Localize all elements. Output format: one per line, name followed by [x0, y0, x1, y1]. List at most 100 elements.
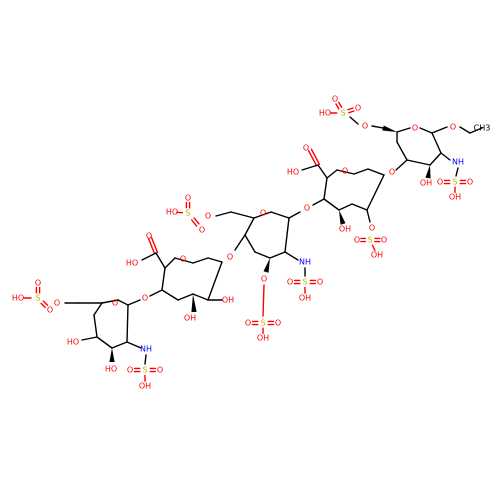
oxygen-atom: O	[437, 178, 443, 187]
bond	[192, 293, 209, 301]
glycosidic-oxygen: O	[227, 253, 233, 262]
bond	[40, 302, 46, 309]
carbonyl-oxygen: O	[303, 144, 309, 153]
bond	[215, 211, 232, 217]
oxygen-atom: O	[354, 236, 360, 245]
bond	[366, 209, 371, 223]
bond	[141, 252, 157, 261]
bond	[317, 164, 328, 179]
bond	[440, 152, 451, 161]
wedge-bond	[109, 348, 115, 362]
bond	[93, 302, 103, 316]
hydroxyl-label: OH	[339, 225, 351, 234]
bond	[253, 211, 272, 219]
bond	[190, 219, 198, 227]
bond	[431, 126, 448, 134]
oxygen-atom: O	[332, 95, 338, 104]
bond	[207, 257, 223, 263]
hydroxyl-label: HO	[319, 109, 331, 118]
bond	[429, 152, 442, 166]
sulfur-atom: S	[35, 294, 40, 303]
bond	[323, 198, 340, 211]
bond	[42, 300, 49, 306]
hydroxyl-label: HO	[126, 259, 138, 268]
bond	[288, 211, 301, 219]
bond	[395, 159, 408, 171]
carbonyl-oxygen: O	[146, 232, 152, 241]
bond	[431, 132, 442, 154]
bond	[111, 341, 128, 349]
wedge-bond	[263, 258, 270, 273]
bond	[192, 257, 209, 264]
bond	[161, 267, 166, 291]
amine-label: NH	[452, 158, 464, 167]
bond	[161, 289, 179, 301]
hydroxyl-label: HO	[12, 294, 24, 303]
hydroxyl-label: OH	[222, 296, 234, 305]
oxygen-atom: O	[47, 306, 53, 315]
bond	[126, 341, 142, 349]
bond	[244, 234, 256, 253]
bond	[396, 127, 411, 133]
bond	[270, 211, 290, 219]
oxygen-atom: O	[205, 212, 211, 221]
hydroxyl-label: OH	[449, 193, 461, 202]
bond	[149, 289, 163, 297]
bond	[207, 261, 223, 301]
bond	[307, 150, 318, 167]
oxygen-atom: O	[362, 122, 368, 131]
hydroxyl-label: OH	[257, 334, 269, 343]
bond	[230, 211, 255, 219]
wedge-bond	[382, 125, 397, 132]
hydroxyl-label: HO	[105, 365, 117, 374]
ring-oxygen: O	[112, 299, 118, 308]
wedge-bond	[339, 210, 346, 225]
bond	[326, 169, 338, 179]
bond	[126, 304, 129, 343]
ring-oxygen: O	[412, 124, 418, 133]
bond-layer	[23, 101, 483, 382]
amine-label: NH	[299, 258, 311, 267]
hydroxyl-label: OH	[371, 251, 383, 260]
bond	[335, 103, 340, 110]
bond	[406, 159, 431, 166]
bond	[284, 251, 299, 261]
oxygen-atom: O	[467, 178, 473, 187]
bond	[147, 237, 156, 255]
glycosidic-oxygen: O	[142, 294, 148, 303]
oxygen-atom: O	[54, 299, 60, 308]
bond	[371, 125, 384, 129]
wedge-bond	[191, 294, 197, 313]
bond	[323, 177, 328, 200]
ring-oxygen: O	[260, 209, 266, 218]
bond	[347, 107, 354, 111]
bond	[96, 336, 113, 349]
oxygen-atom: O	[127, 366, 133, 375]
bond	[164, 257, 176, 269]
bond	[336, 169, 355, 175]
bond	[349, 116, 359, 125]
bond	[371, 244, 376, 252]
glycosidic-oxygen: O	[304, 204, 310, 213]
bond	[338, 203, 353, 211]
bond	[269, 251, 286, 259]
bond	[174, 257, 194, 264]
hydroxyl-label: OH	[299, 294, 311, 303]
oxygen-atom: O	[199, 226, 205, 235]
oxygen-atom: O	[287, 278, 293, 287]
hydroxyl-label: OH	[139, 382, 151, 391]
bond	[177, 293, 194, 301]
oxygen-atom: O	[355, 104, 361, 113]
bond	[144, 354, 147, 365]
bond	[419, 127, 433, 134]
bond	[81, 336, 98, 341]
sulfur-atom: S	[185, 209, 190, 218]
sulfur-atom: S	[142, 366, 147, 375]
bond	[254, 251, 271, 259]
bond	[262, 284, 265, 317]
oxygen-atom: O	[35, 279, 41, 288]
bond	[244, 217, 255, 236]
oxygen-atom: O	[185, 194, 191, 203]
